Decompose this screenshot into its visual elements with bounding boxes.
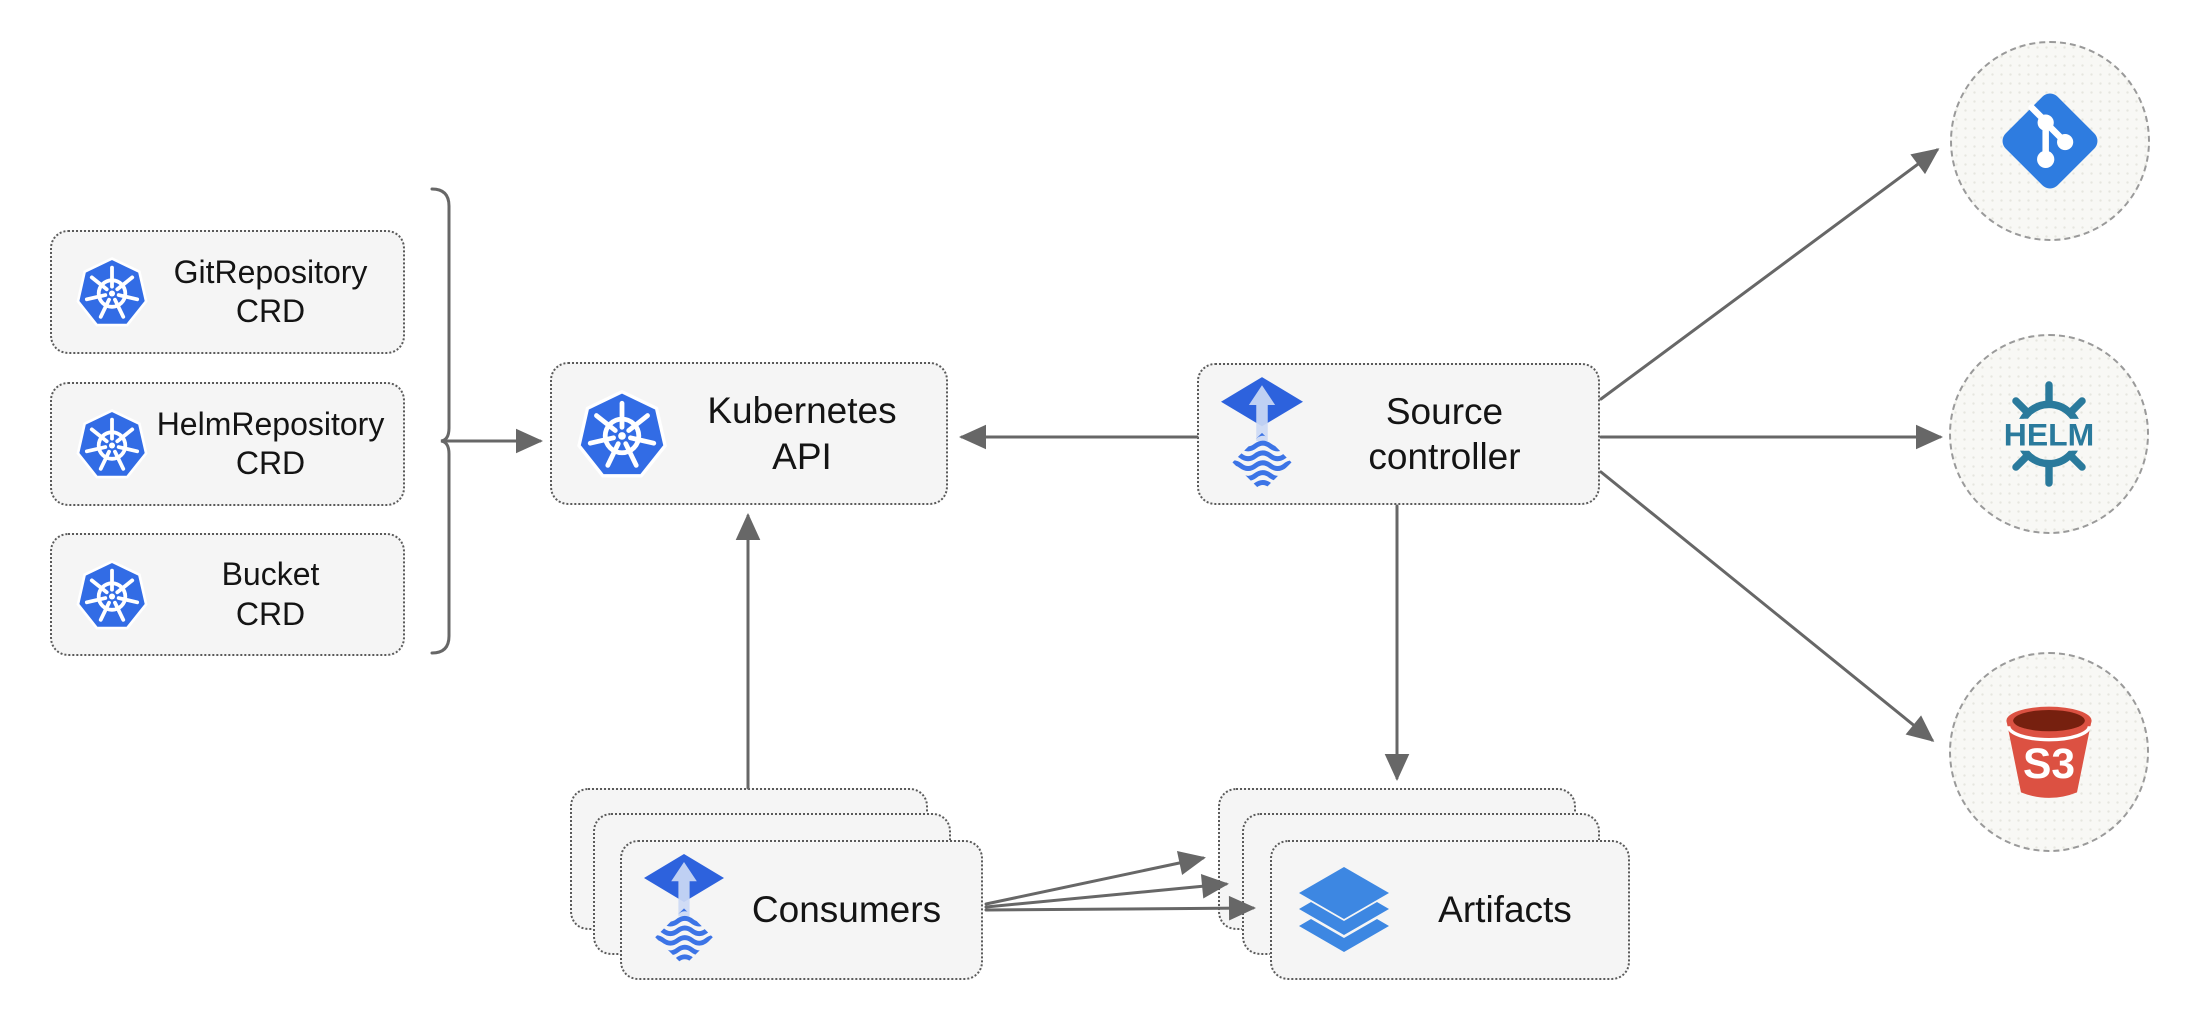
crd-name: GitRepository <box>173 253 368 290</box>
external-helm: HELM <box>1949 334 2149 534</box>
node-label: GitRepository CRD <box>150 253 403 331</box>
edge-consumers-to-artifacts-1 <box>984 850 1206 906</box>
flux-source-icon <box>1221 377 1303 492</box>
node-label: Kubernetes API <box>670 388 946 478</box>
git-icon <box>2002 93 2098 189</box>
node-bucket-crd: Bucket CRD <box>50 533 405 656</box>
helm-wordmark: HELM <box>2004 416 2094 452</box>
crd-kind: CRD <box>235 293 306 329</box>
layers-icon <box>1294 863 1394 958</box>
node-label: Bucket CRD <box>150 555 403 633</box>
node-label: Consumers <box>724 887 981 932</box>
consumers-label: Consumers <box>751 889 942 931</box>
edge-source-to-s3 <box>1599 470 1935 742</box>
node-kubernetes-api: Kubernetes API <box>550 362 948 505</box>
flux-source-icon <box>644 854 724 966</box>
node-label: HelmRepository CRD <box>150 405 403 483</box>
kubernetes-icon <box>74 557 150 633</box>
node-helmrepository-crd: HelmRepository CRD <box>50 382 405 506</box>
kubernetes-api-label: Kubernetes API <box>707 390 897 477</box>
crd-kind: CRD <box>235 595 306 632</box>
crd-kind: CRD <box>235 445 306 481</box>
s3-wordmark: S3 <box>2023 740 2075 788</box>
s3-bucket-icon: S3 <box>2006 706 2092 798</box>
external-s3: S3 <box>1949 652 2149 852</box>
node-gitrepository-crd: GitRepository CRD <box>50 230 405 354</box>
crd-name: Bucket <box>221 556 320 593</box>
helm-icon: HELM <box>1999 381 2099 487</box>
node-label: Source controller <box>1303 389 1598 479</box>
kubernetes-icon <box>574 386 670 482</box>
artifacts-label: Artifacts <box>1438 889 1572 931</box>
edge-source-to-git <box>1599 148 1940 401</box>
node-source-controller: Source controller <box>1197 363 1600 505</box>
edge-consumers-to-artifacts-2 <box>984 874 1229 909</box>
kubernetes-icon <box>74 254 150 330</box>
node-artifacts: Artifacts <box>1270 840 1630 980</box>
external-git <box>1950 41 2150 241</box>
crd-group-bracket <box>430 187 451 655</box>
node-consumers: Consumers <box>620 840 983 980</box>
crd-name: HelmRepository <box>156 405 385 442</box>
source-label-line1: Source <box>1385 390 1504 432</box>
edge-consumers-to-artifacts-3 <box>984 895 1256 921</box>
kubernetes-icon <box>74 406 150 482</box>
node-label: Artifacts <box>1394 887 1628 932</box>
source-label-line2: controller <box>1368 436 1521 477</box>
